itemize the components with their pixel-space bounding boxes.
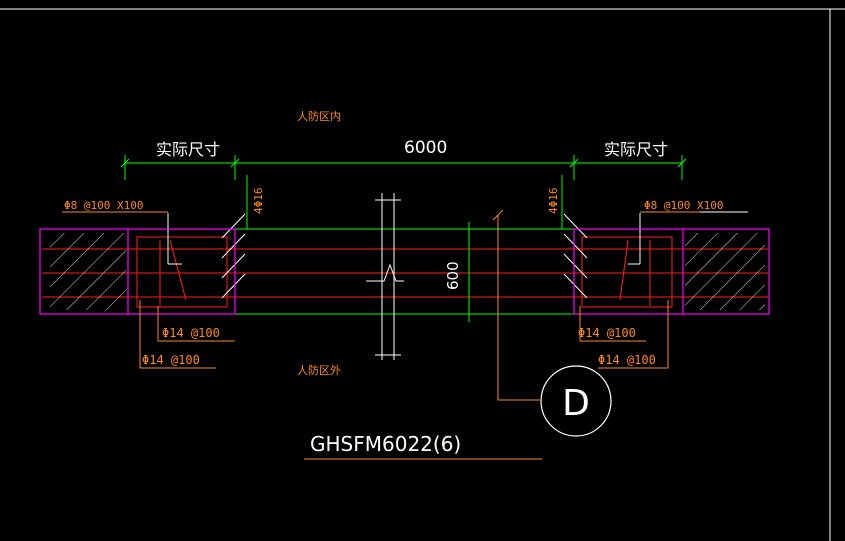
actual-size-left-label: 实际尺寸: [156, 140, 220, 159]
stirrup-left-label: Φ8 @100 X100: [64, 199, 143, 212]
height-dimension-text: 600: [444, 261, 462, 290]
break-line: [366, 193, 404, 360]
actual-size-right-label: 实际尺寸: [604, 140, 668, 159]
axis-bubble: [540, 365, 612, 437]
drawing-title: GHSFM6022(6): [310, 432, 461, 456]
anchor-ticks: [167, 213, 641, 299]
rebar-inner-left-label: Φ14 @100: [162, 326, 220, 340]
wall-outline: [39, 228, 770, 315]
span-dimension: [120, 155, 687, 180]
bar-top-left-label: 4Φ16: [252, 188, 265, 215]
rebar-outer-right-label: Φ14 @100: [598, 353, 656, 367]
height-dimension: [465, 222, 490, 322]
concrete-hatch-right: [685, 233, 765, 310]
rebar-outer-left-label: Φ14 @100: [142, 353, 200, 367]
span-dimension-text: 6000: [404, 138, 447, 158]
leader-lines: [62, 211, 748, 369]
bar-top-right-label: 4Φ16: [547, 188, 560, 215]
concrete-hatch-left: [50, 233, 126, 310]
rebar-lines: [42, 236, 768, 308]
axis-label: D: [562, 383, 590, 424]
door-leaf-outline: [235, 175, 574, 315]
stirrup-right-label: Φ8 @100 X100: [644, 199, 723, 212]
rebar-inner-right-label: Φ14 @100: [578, 326, 636, 340]
zone-inside-label: 人防区内: [297, 109, 341, 123]
axis-leader: [492, 209, 540, 401]
zone-outside-label: 人防区外: [297, 363, 341, 377]
